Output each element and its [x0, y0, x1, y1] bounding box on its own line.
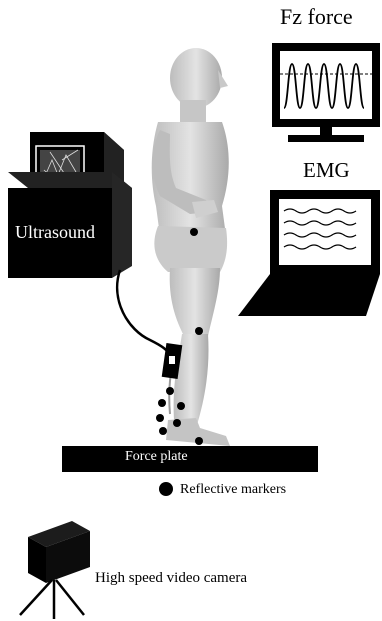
reflective-markers-label: Reflective markers: [180, 482, 286, 498]
force-monitor-icon: [272, 43, 380, 142]
emg-label: EMG: [303, 158, 350, 183]
camera-label: High speed video camera: [95, 570, 247, 587]
camera-icon: [20, 521, 90, 619]
ultrasound-machine-icon: [8, 132, 132, 278]
ultrasound-cable: [117, 270, 170, 356]
marker-dot-icon: [159, 482, 173, 496]
fz-force-label: Fz force: [280, 4, 353, 30]
human-figure: [152, 48, 230, 446]
force-plate: [62, 446, 318, 472]
force-plate-label: Force plate: [125, 449, 188, 465]
emg-laptop-icon: [238, 190, 380, 316]
ultrasound-label: Ultrasound: [15, 222, 95, 243]
